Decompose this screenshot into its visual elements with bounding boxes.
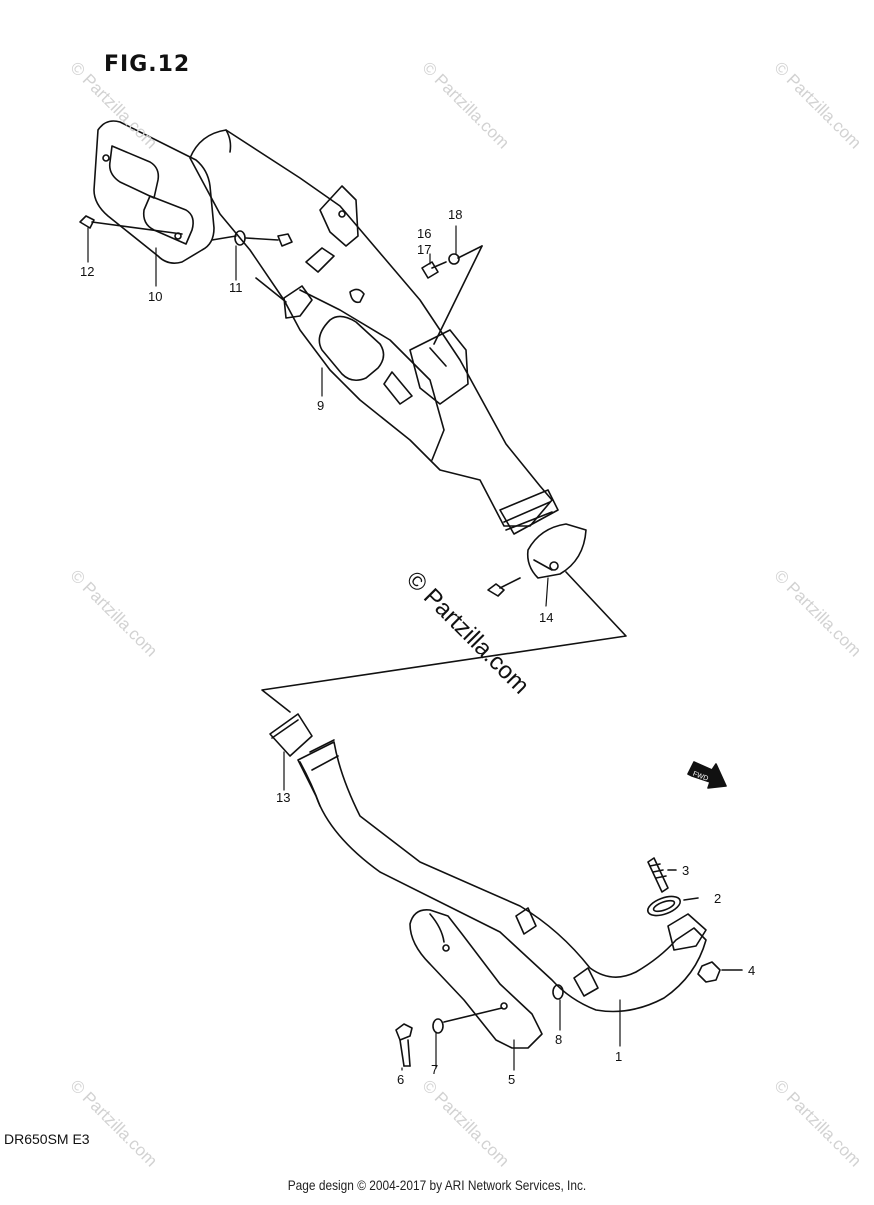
callout-17: 17 xyxy=(417,242,431,257)
washer-7 xyxy=(432,1007,503,1034)
callout-11: 11 xyxy=(229,280,243,295)
gasket-2 xyxy=(646,895,699,917)
stud-3 xyxy=(647,857,677,893)
bolt-17 xyxy=(421,245,483,345)
callout-3: 3 xyxy=(682,863,689,878)
callout-9: 9 xyxy=(317,398,324,413)
washer-8 xyxy=(552,984,564,1000)
callout-7: 7 xyxy=(431,1062,438,1077)
callout-1: 1 xyxy=(615,1049,622,1064)
clamp-bolt xyxy=(487,577,521,597)
figure-title: FIG.12 xyxy=(104,52,191,77)
model-code: DR650SM E3 xyxy=(4,1131,90,1147)
bolt-6 xyxy=(395,1023,413,1067)
leader-lines xyxy=(87,225,621,1071)
callout-4: 4 xyxy=(748,963,755,978)
assembly-guide-line xyxy=(261,571,627,713)
heat-protector-5 xyxy=(409,908,543,1049)
page-footer: Page design © 2004-2017 by ARI Network S… xyxy=(287,1177,587,1193)
clamp-14 xyxy=(526,523,587,579)
callout-labels: 1 2 3 4 5 6 7 8 9 10 11 12 13 14 16 17 1… xyxy=(80,207,755,1087)
muffler-9 xyxy=(189,129,559,535)
callout-16: 16 xyxy=(417,226,431,241)
nut-4 xyxy=(697,961,743,983)
fwd-arrow-icon xyxy=(687,761,727,789)
callout-2: 2 xyxy=(714,891,721,906)
callout-10: 10 xyxy=(148,289,162,304)
callout-6: 6 xyxy=(397,1072,404,1087)
callout-13: 13 xyxy=(276,790,290,805)
callout-5: 5 xyxy=(508,1072,515,1087)
gasket-13 xyxy=(269,713,313,757)
callout-14: 14 xyxy=(539,610,553,625)
bolt-12 xyxy=(79,215,293,303)
callout-18: 18 xyxy=(448,207,462,222)
exhaust-pipe-1 xyxy=(297,739,707,1013)
callout-12: 12 xyxy=(80,264,94,279)
callout-8: 8 xyxy=(555,1032,562,1047)
